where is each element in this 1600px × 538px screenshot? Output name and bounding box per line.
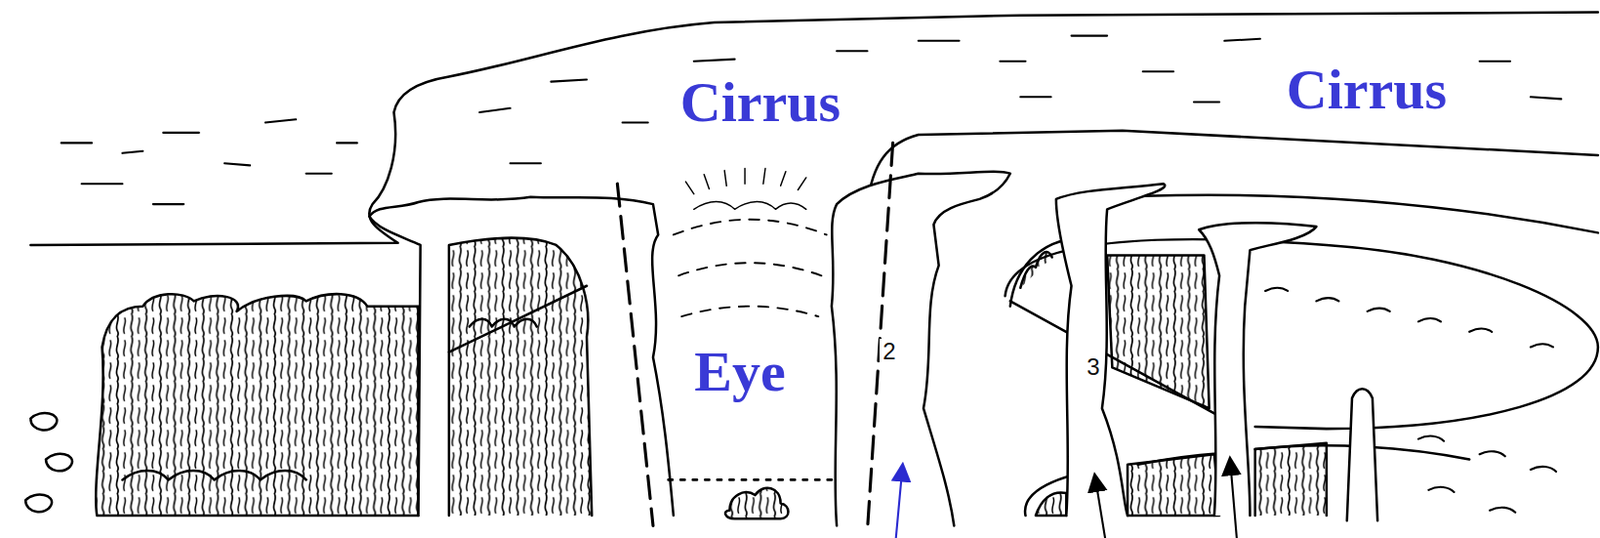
callout-number: 2 bbox=[879, 338, 899, 364]
cloud-label: Cirrus bbox=[1283, 60, 1450, 121]
cloud-label: Cirrus bbox=[677, 73, 844, 133]
eye-label: Eye bbox=[691, 342, 788, 403]
callout-number: 3 bbox=[1083, 354, 1103, 379]
